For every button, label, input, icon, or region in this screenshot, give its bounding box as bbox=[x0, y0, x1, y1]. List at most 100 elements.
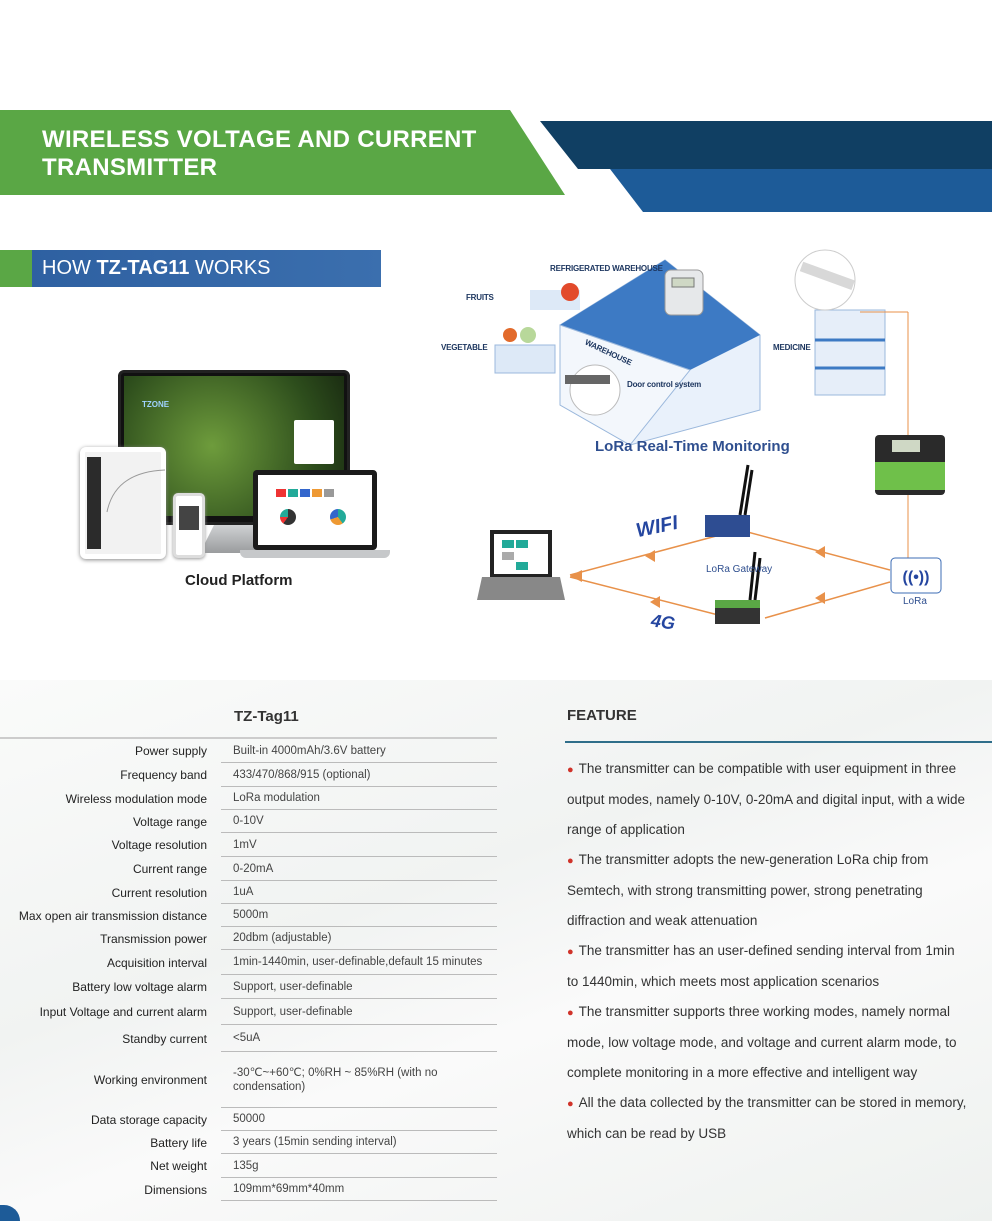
feature-item: ●The transmitter supports three working … bbox=[567, 997, 967, 1088]
spec-value: Support, user-definable bbox=[221, 975, 497, 999]
spec-label: Net weight bbox=[150, 1159, 207, 1173]
spec-value: 50000 bbox=[221, 1108, 497, 1131]
spec-label: Battery life bbox=[150, 1135, 207, 1150]
laptop-base bbox=[240, 550, 390, 558]
heading-prefix: HOW bbox=[42, 257, 97, 279]
section-bar bbox=[0, 250, 381, 287]
feature-item: ●All the data collected by the transmitt… bbox=[567, 1088, 967, 1149]
bullet-icon: ● bbox=[567, 855, 574, 867]
bullet-icon: ● bbox=[567, 1007, 574, 1019]
door-sensor bbox=[569, 364, 621, 416]
medicine-rack bbox=[814, 309, 886, 396]
spec-row: Standby current<5uA bbox=[0, 1025, 497, 1052]
monitoring-laptop bbox=[477, 530, 565, 600]
heading-model: TZ-TAG11 bbox=[96, 257, 190, 279]
spec-row: Voltage resolution 1mV bbox=[0, 833, 497, 857]
bullet-icon: ● bbox=[567, 946, 574, 958]
connection-lines bbox=[569, 529, 891, 619]
feature-text: The transmitter adopts the new-generatio… bbox=[567, 852, 929, 928]
spec-row: Battery low voltage alarm Support, user-d… bbox=[0, 975, 497, 999]
brand-logo: TZONE bbox=[142, 400, 170, 409]
spec-label: Standby current bbox=[122, 1031, 207, 1046]
title-line-1: WIRELESS VOLTAGE AND CURRENT bbox=[42, 126, 477, 153]
label-fruits: FRUITS bbox=[466, 293, 494, 302]
transmitter-device bbox=[875, 435, 945, 495]
label-4g: 4G bbox=[649, 610, 677, 634]
spec-value: 20dbm (adjustable) bbox=[221, 927, 497, 950]
feature-item: ●The transmitter can be compatible with … bbox=[567, 754, 967, 845]
label-lora: LoRa bbox=[903, 596, 927, 607]
spec-label: Current range bbox=[132, 862, 207, 876]
spec-label: Voltage resolution bbox=[111, 838, 207, 852]
login-box bbox=[294, 420, 334, 464]
spec-table: Power supply Built-in 4000mAh/3.6V batter… bbox=[0, 737, 497, 1201]
diagram-title: LoRa Real-Time Monitoring bbox=[595, 438, 790, 455]
fruit-pallet bbox=[530, 283, 580, 310]
4g-gateway bbox=[715, 551, 762, 624]
spec-row: Power supply Built-in 4000mAh/3.6V batter… bbox=[0, 739, 497, 763]
heading-suffix: WORKS bbox=[189, 257, 271, 279]
spec-value: 1mV bbox=[221, 833, 497, 857]
spec-row: Working environment -30℃~+60℃; 0%RH ~ 85%… bbox=[0, 1052, 497, 1108]
spec-row: Data storage capacity 50000 bbox=[0, 1108, 497, 1131]
label-vegetable: VEGETABLE bbox=[441, 343, 488, 352]
spec-row: Transmission power 20dbm (adjustable) bbox=[0, 927, 497, 950]
feature-text: The transmitter has an user-defined send… bbox=[567, 943, 955, 989]
spec-value: 0-10V bbox=[221, 810, 497, 833]
feature-list: ●The transmitter can be compatible with … bbox=[567, 754, 967, 1149]
feature-text: The transmitter can be compatible with u… bbox=[567, 761, 965, 837]
spec-label: Transmission power bbox=[100, 931, 207, 946]
spec-value: 3 years (15min sending interval) bbox=[221, 1131, 497, 1154]
decor-band-blue bbox=[610, 169, 992, 212]
feature-divider bbox=[565, 741, 992, 743]
label-door-control: Door control system bbox=[627, 380, 701, 389]
spec-label: Wireless modulation mode bbox=[65, 791, 207, 806]
svg-text:((•)): ((•)) bbox=[903, 569, 930, 586]
spec-label: Dimensions bbox=[144, 1182, 207, 1197]
spec-value: 0-20mA bbox=[221, 857, 497, 881]
label-medicine: MEDICINE bbox=[773, 343, 811, 352]
feature-item: ●The transmitter has an user-defined sen… bbox=[567, 936, 967, 997]
spec-value: Built-in 4000mAh/3.6V battery bbox=[221, 739, 497, 763]
title-line-2: TRANSMITTER bbox=[42, 154, 218, 181]
decor-band-navy bbox=[540, 121, 992, 169]
section-accent bbox=[0, 250, 32, 287]
spec-label: Battery low voltage alarm bbox=[72, 980, 207, 994]
spec-value: 135g bbox=[221, 1154, 497, 1178]
lora-icon-box bbox=[890, 557, 942, 594]
feature-heading: FEATURE bbox=[567, 707, 637, 724]
spec-label: Power supply bbox=[134, 744, 207, 758]
label-lora-gateway: LoRa Gateway bbox=[706, 564, 773, 575]
lora-diagram: ((•)) bbox=[477, 249, 945, 624]
bullet-icon: ● bbox=[567, 764, 574, 776]
spec-value: -30℃~+60℃; 0%RH ~ 85%RH (with no condens… bbox=[221, 1052, 497, 1108]
vegetable-pallet bbox=[494, 327, 556, 374]
wall-sensor bbox=[664, 269, 704, 316]
spec-label: Data storage capacity bbox=[90, 1112, 207, 1127]
laptop-screen bbox=[258, 475, 372, 545]
feature-item: ●The transmitter adopts the new-generati… bbox=[567, 845, 967, 936]
corner-decor bbox=[0, 1205, 20, 1221]
arrows bbox=[570, 546, 825, 608]
spec-model-heading: TZ-Tag11 bbox=[234, 708, 299, 725]
cloud-platform-label: Cloud Platform bbox=[185, 572, 293, 589]
feature-text: The transmitter supports three working m… bbox=[567, 1004, 957, 1080]
section-heading: HOW TZ-TAG11 WORKS bbox=[42, 257, 271, 280]
warehouse-building bbox=[559, 259, 761, 446]
spec-value: 1min-1440min, user-definable,default 15 … bbox=[221, 950, 497, 975]
bullet-icon: ● bbox=[567, 1098, 574, 1110]
spec-value: 433/470/868/915 (optional) bbox=[221, 763, 497, 787]
smartphone bbox=[173, 493, 205, 558]
label-refrigerated-warehouse: REFRIGERATED WAREHOUSE bbox=[550, 264, 663, 273]
spec-value: Support, user-definable bbox=[221, 999, 497, 1025]
spec-value: LoRa modulation bbox=[221, 787, 497, 810]
spec-label: Max open air transmission distance bbox=[18, 908, 207, 923]
spec-label: Working environment bbox=[93, 1073, 207, 1087]
